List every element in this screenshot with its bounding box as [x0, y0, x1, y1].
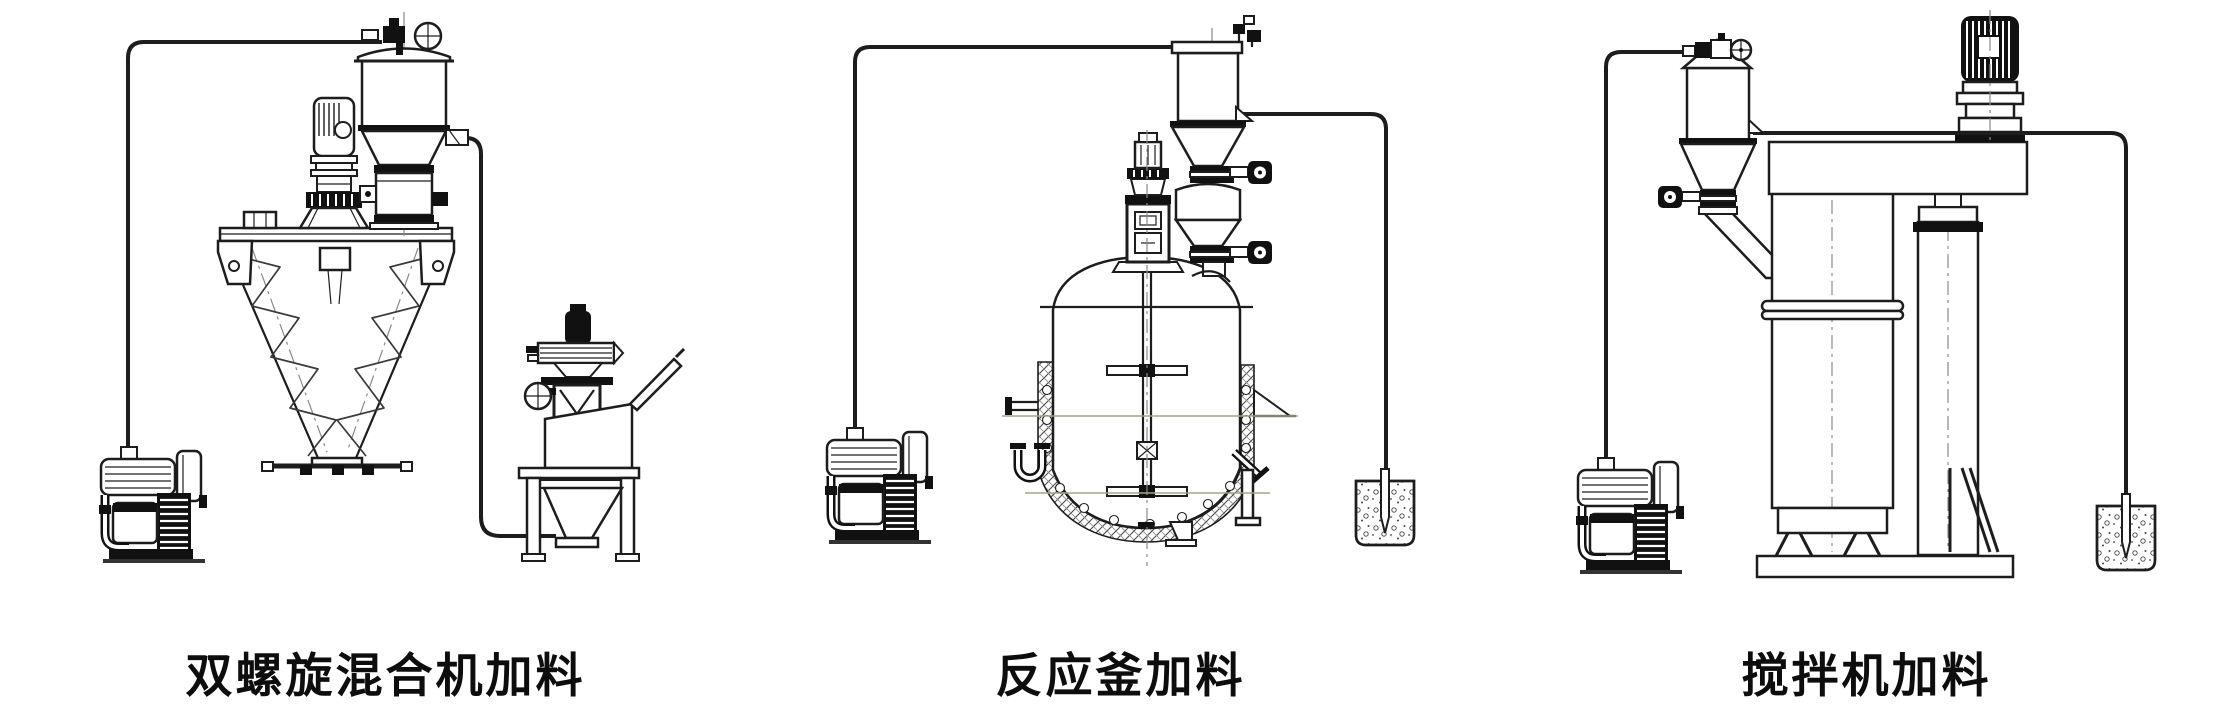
- caption-mixer: 搅拌机加料: [1741, 649, 1992, 702]
- material-pipe: [1753, 131, 2128, 496]
- diagram-reactor: [825, 15, 1416, 566]
- vessel-leg: [1240, 468, 1255, 522]
- caption-double-screw-mixer: 双螺旋混合机加料: [185, 649, 586, 702]
- mixer-machine: [1701, 10, 2029, 579]
- suction-wand-bin: [1354, 467, 1416, 547]
- right-screw: [336, 254, 438, 457]
- diagram-mixer: [1576, 10, 2157, 579]
- material-pipe: [1243, 112, 1388, 470]
- open-lid: [628, 357, 683, 412]
- mixer-motor: [297, 96, 371, 305]
- material-inlet: [1748, 117, 1766, 134]
- support-bracket: [1253, 388, 1294, 417]
- vacuum-pump: [99, 447, 207, 563]
- material-inlet: [445, 129, 469, 146]
- caption-reactor: 反应釜加料: [995, 649, 1246, 702]
- conical-screw-mixer: [216, 210, 456, 475]
- bag-dump-station: [517, 304, 686, 562]
- diagram-double-screw-mixer: [99, 12, 686, 563]
- top-valve: [383, 26, 405, 43]
- head-beam: [1767, 140, 2029, 196]
- vacuum-feeder: [1658, 33, 1766, 215]
- base-plate: [1755, 554, 2015, 579]
- vacuum-pump: [1576, 458, 1684, 574]
- drive-motor: [1955, 10, 2025, 142]
- suction-wand-bin: [2095, 492, 2157, 572]
- agitator-drive: [1106, 132, 1188, 498]
- vacuum-pipe: [853, 45, 1176, 430]
- material-pipe: [447, 136, 556, 538]
- vacuum-pipe: [1604, 50, 1694, 460]
- left-screw: [232, 254, 337, 457]
- vacuum-feeder: [354, 12, 469, 236]
- reactor-vessel: [1005, 255, 1296, 547]
- vacuum-pipe: [126, 40, 382, 449]
- vacuum-pump: [825, 428, 933, 544]
- right-screw-axis: [346, 247, 419, 453]
- vacuum-feeder: [1169, 15, 1272, 283]
- left-screw-axis: [251, 247, 328, 453]
